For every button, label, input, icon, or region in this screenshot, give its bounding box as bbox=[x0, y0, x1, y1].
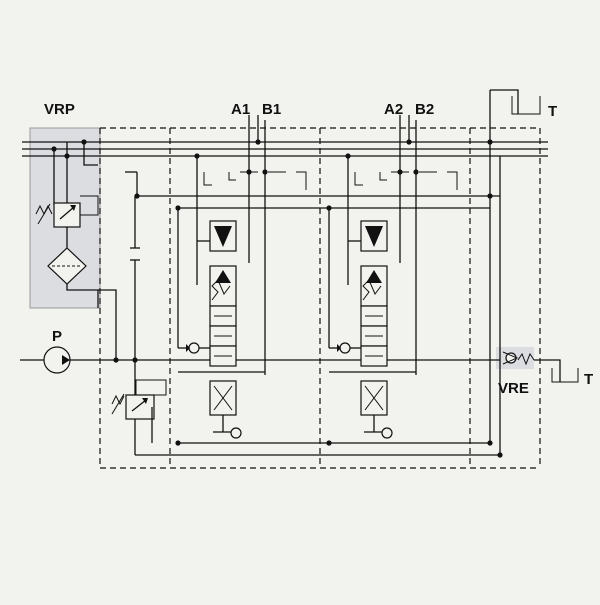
section-2 bbox=[328, 115, 458, 439]
pump-symbol bbox=[43, 346, 71, 374]
label-b2: B2 bbox=[415, 101, 434, 118]
label-vrp: VRP bbox=[44, 101, 75, 118]
main-galleries bbox=[20, 141, 548, 456]
label-tank-top: T bbox=[548, 103, 557, 120]
section-boundaries bbox=[99, 127, 541, 469]
main-relief-valve bbox=[111, 171, 167, 455]
label-vre: VRE bbox=[498, 380, 529, 397]
label-tank-right: T bbox=[584, 371, 593, 388]
tank-return-lines bbox=[489, 89, 579, 455]
label-pump: P bbox=[52, 328, 62, 345]
label-b1: B1 bbox=[262, 101, 281, 118]
label-a1: A1 bbox=[231, 101, 250, 118]
vrp-internals bbox=[35, 142, 117, 360]
vre-check-valve bbox=[502, 351, 535, 366]
label-a2: A2 bbox=[384, 101, 403, 118]
junction-dots bbox=[51, 139, 503, 458]
section-1 bbox=[177, 115, 307, 439]
